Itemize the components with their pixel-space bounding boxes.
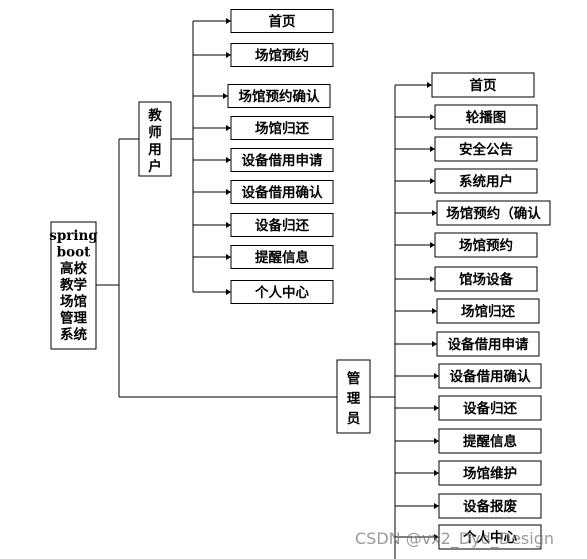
teacher-arrowhead [226, 125, 231, 131]
connector-lines [96, 20, 439, 559]
teacher-node-label: 教师用户 [148, 107, 162, 175]
teacher-item-label: 个人中心 [254, 284, 309, 301]
admin-item: 场馆预约 [434, 232, 538, 258]
teacher-item-label: 场馆归还 [255, 120, 309, 137]
admin-arrowhead [427, 82, 432, 88]
admin-item: 轮播图 [434, 104, 538, 130]
teacher-label-char: 师 [148, 124, 162, 141]
admin-item: 设备报废 [438, 493, 542, 519]
admin-arrowhead [432, 341, 437, 347]
admin-arrowhead [432, 308, 437, 314]
teacher-item: 设备借用申请 [230, 148, 334, 172]
admin-arrowhead [430, 114, 435, 120]
teacher-arrowhead [226, 289, 231, 295]
teacher-item: 首页 [230, 9, 334, 33]
teacher-arrowhead [226, 189, 231, 195]
teacher-arrowhead [226, 222, 231, 228]
admin-item-label: 安全公告 [459, 141, 513, 158]
admin-item-label: 首页 [470, 77, 497, 94]
admin-item-label: 提醒信息 [463, 433, 517, 450]
teacher-item-label: 首页 [269, 13, 296, 30]
admin-item-label: 馆场设备 [459, 271, 513, 288]
teacher-item: 设备借用确认 [230, 180, 334, 204]
teacher-arrowhead [226, 18, 231, 24]
admin-item: 设备归还 [438, 395, 542, 421]
admin-item-label: 场馆维护 [463, 465, 517, 482]
teacher-label-char: 户 [148, 158, 162, 175]
admin-item: 系统用户 [434, 168, 538, 194]
admin-item: 安全公告 [434, 136, 538, 162]
admin-node-label: 管理员 [347, 370, 361, 427]
admin-item-label: 个人中心 [462, 529, 517, 546]
teacher-item: 提醒信息 [230, 245, 334, 269]
admin-function-list: 首页轮播图安全公告系统用户场馆预约（确认场馆预约馆场设备场馆归还设备借用申请设备… [431, 72, 551, 550]
teacher-item-label: 设备借用确认 [242, 184, 323, 201]
admin-arrowhead [432, 210, 437, 216]
admin-item: 提醒信息 [438, 428, 542, 454]
teacher-item-label: 场馆预约 [255, 47, 309, 64]
admin-label-char: 员 [347, 411, 361, 427]
teacher-arrowhead [226, 254, 231, 260]
teacher-label-char: 教 [148, 107, 162, 124]
admin-item: 个人中心 [438, 524, 542, 550]
admin-item-label: 设备报废 [463, 498, 517, 515]
admin-item: 馆场设备 [434, 266, 538, 292]
teacher-item: 场馆归还 [230, 116, 334, 140]
admin-item: 设备借用申请 [436, 331, 540, 357]
admin-item-label: 场馆预约（确认 [446, 205, 541, 222]
teacher-item: 场馆预约 [230, 43, 334, 67]
teacher-item-label: 设备归还 [255, 217, 309, 234]
root-label-line: 管理 [60, 310, 87, 327]
watermark: CSDN @vx2_Dyd_Design [355, 529, 555, 548]
teacher-arrowhead [226, 52, 231, 58]
admin-label-char: 理 [347, 391, 361, 407]
root-label-line: spring [49, 228, 98, 244]
teacher-item-label: 提醒信息 [255, 249, 309, 266]
admin-arrowhead [434, 373, 439, 379]
teacher-label-char: 用 [148, 142, 162, 158]
admin-item-label: 设备归还 [463, 400, 517, 417]
admin-node: 管理员 [336, 359, 371, 434]
admin-item-label: 轮播图 [466, 109, 507, 126]
arrowheads [223, 18, 439, 540]
admin-arrowhead [434, 405, 439, 411]
teacher-item-label: 场馆预约确认 [239, 88, 320, 105]
teacher-arrowhead [226, 157, 231, 163]
root-label-line: boot [57, 245, 91, 261]
teacher-item: 个人中心 [230, 280, 334, 304]
admin-arrowhead [430, 276, 435, 282]
admin-item-label: 设备借用申请 [448, 336, 529, 353]
admin-arrowhead [434, 470, 439, 476]
teacher-item: 场馆预约确认 [227, 84, 331, 108]
teacher-item: 设备归还 [230, 213, 334, 237]
admin-label-char: 管 [347, 370, 361, 387]
admin-item: 场馆预约（确认 [436, 200, 551, 226]
admin-arrowhead [430, 242, 435, 248]
admin-item-label: 系统用户 [459, 173, 513, 190]
teacher-node: 教师用户 [138, 101, 172, 177]
teacher-item-label: 设备借用申请 [242, 152, 323, 169]
admin-arrowhead [434, 503, 439, 509]
root-label-line: 教学 [60, 277, 87, 294]
admin-item-label: 设备借用确认 [450, 368, 531, 385]
admin-item: 首页 [431, 72, 535, 98]
admin-item-label: 场馆归还 [461, 303, 515, 320]
root-label-line: 场馆 [60, 293, 87, 310]
root-label-line: 系统 [60, 326, 87, 343]
admin-item: 场馆归还 [436, 298, 540, 324]
root-label-line: 高校 [60, 260, 87, 277]
admin-item: 设备借用确认 [438, 363, 542, 389]
admin-arrowhead [434, 534, 439, 540]
admin-item: 场馆维护 [438, 460, 542, 486]
admin-item-label: 场馆预约 [459, 237, 513, 254]
admin-arrowhead [430, 178, 435, 184]
admin-arrowhead [430, 146, 435, 152]
teacher-arrowhead [223, 93, 228, 99]
admin-arrowhead [434, 438, 439, 444]
